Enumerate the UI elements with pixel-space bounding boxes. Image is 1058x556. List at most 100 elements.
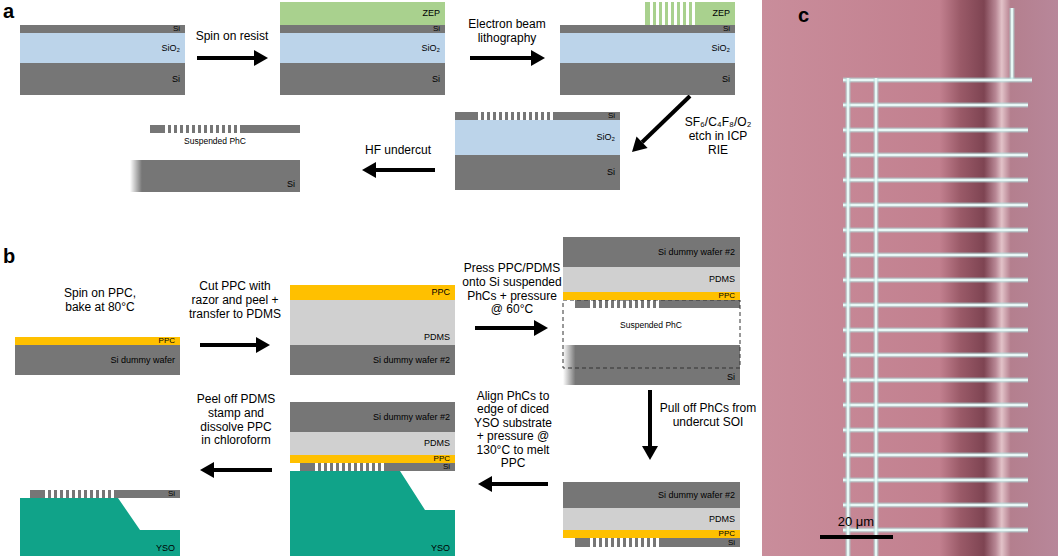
layer-label: SiO₂	[162, 44, 181, 53]
layer-label: Si	[608, 112, 615, 120]
nanobeam-glow	[843, 503, 1028, 508]
layer-label: PDMS	[709, 275, 735, 284]
etched-slot	[339, 463, 342, 471]
yso-layer: YSO	[20, 498, 180, 556]
etched-slot	[632, 538, 635, 547]
etched-slot	[674, 2, 677, 25]
etched-slot	[526, 112, 529, 120]
etched-slot	[195, 125, 198, 133]
arrow-head	[254, 50, 268, 66]
etched-slot	[478, 112, 481, 120]
arrow-head	[256, 337, 270, 353]
nanobeam-glow	[843, 253, 1028, 258]
layer-label: Si dummy wafer #2	[658, 248, 735, 257]
layer-label: Si	[168, 490, 175, 498]
ppc-layer: PPC	[563, 292, 740, 300]
pdms-layer: PDMS	[563, 267, 740, 292]
nanobeam-glow	[843, 353, 1028, 358]
phc-on-yso	[300, 463, 455, 471]
step-label: Electron beam lithography	[452, 18, 562, 46]
arrow-head	[632, 137, 648, 152]
etched-slot	[508, 112, 511, 120]
nanobeam	[843, 204, 1028, 207]
layer-label: Si	[728, 539, 735, 547]
etched-slot	[51, 490, 54, 498]
etched-slot	[333, 463, 336, 471]
process-arrow	[470, 56, 531, 60]
etched-slot	[375, 463, 378, 471]
process-arrow	[492, 482, 548, 486]
etched-slot	[75, 490, 78, 498]
etched-slot	[213, 125, 216, 133]
etched-slot	[614, 300, 617, 308]
nanobeam	[843, 304, 1028, 307]
layer-label: Si	[432, 75, 440, 84]
etched-slot	[626, 538, 629, 547]
etched-slot	[177, 125, 180, 133]
layer-label: Si	[722, 75, 730, 84]
silicon-layer: Si	[20, 63, 185, 95]
wafer-layer: Si dummy wafer #2	[563, 482, 740, 508]
wafer-layer: Si dummy wafer #2	[290, 402, 455, 432]
nanobeam	[1011, 8, 1014, 80]
etched-slot	[620, 538, 623, 547]
etched-slot	[165, 125, 168, 133]
etched-slot	[327, 463, 330, 471]
etched-slot	[93, 490, 96, 498]
layer-label: Si dummy wafer #2	[373, 413, 450, 422]
pdms-layer: PDMS	[290, 432, 455, 455]
pdms-layer: PDMS	[290, 300, 455, 345]
oxide-layer: SiO₂	[455, 120, 620, 155]
etched-slot	[57, 490, 60, 498]
etched-slot	[201, 125, 204, 133]
silicon-layer: Si	[300, 463, 455, 471]
ppc-layer: PPC	[290, 285, 455, 300]
ppc-layer: PPC	[563, 530, 740, 538]
etched-slot	[638, 300, 641, 308]
layer-label: PDMS	[424, 333, 450, 342]
etched-slot	[183, 125, 186, 133]
silicon-layer: Si	[560, 63, 735, 95]
process-arrow	[200, 343, 256, 347]
suspended-phc	[575, 300, 740, 308]
silicon-substrate	[130, 160, 300, 192]
step-label: SF₆/C₄F₈/O₂ etch in ICP RIE	[678, 116, 758, 157]
etched-slot	[484, 112, 487, 120]
etched-slot	[105, 490, 108, 498]
nanobeam	[843, 104, 1028, 107]
nanobeam	[843, 529, 1028, 532]
etched-slot	[596, 300, 599, 308]
etched-slot	[602, 300, 605, 308]
nanobeam-glow	[843, 328, 1028, 333]
ppc-layer: PPC	[290, 455, 455, 463]
nanobeam	[843, 229, 1028, 232]
layer-label: SiO₂	[597, 133, 616, 142]
nanobeam-glow	[843, 128, 1028, 133]
nanobeam-glow	[843, 78, 1032, 83]
etched-slot	[381, 463, 384, 471]
step-label: Spin on PPC, bake at 80°C	[57, 287, 143, 315]
panel-letter: b	[3, 245, 15, 268]
arrow-head	[362, 162, 376, 178]
nanobeam	[843, 504, 1028, 507]
etched-slot	[514, 112, 517, 120]
silicon-layer: Si	[130, 160, 300, 192]
etched-slot	[69, 490, 72, 498]
layer-label: PPC	[431, 288, 450, 297]
etched-slot	[626, 300, 629, 308]
wafer-layer: Si dummy wafer #2	[290, 345, 455, 375]
scale-bar	[820, 535, 893, 539]
step-label: Cut PPC with razor and peel + transfer t…	[186, 280, 284, 321]
layer-label: Si	[433, 25, 440, 33]
nanobeam	[843, 154, 1028, 157]
wafer-layer: Si dummy wafer #2	[563, 237, 740, 267]
layer-label: PPC	[719, 530, 735, 538]
nanobeam	[875, 78, 878, 556]
silicon-layer: Si	[280, 63, 445, 95]
silicon-layer: Si	[280, 25, 445, 33]
process-arrow	[475, 326, 534, 330]
step-label: Spin on resist	[177, 30, 287, 44]
suspended-phc	[150, 125, 300, 133]
etched-slot	[550, 112, 553, 120]
arrow-head	[478, 476, 492, 492]
